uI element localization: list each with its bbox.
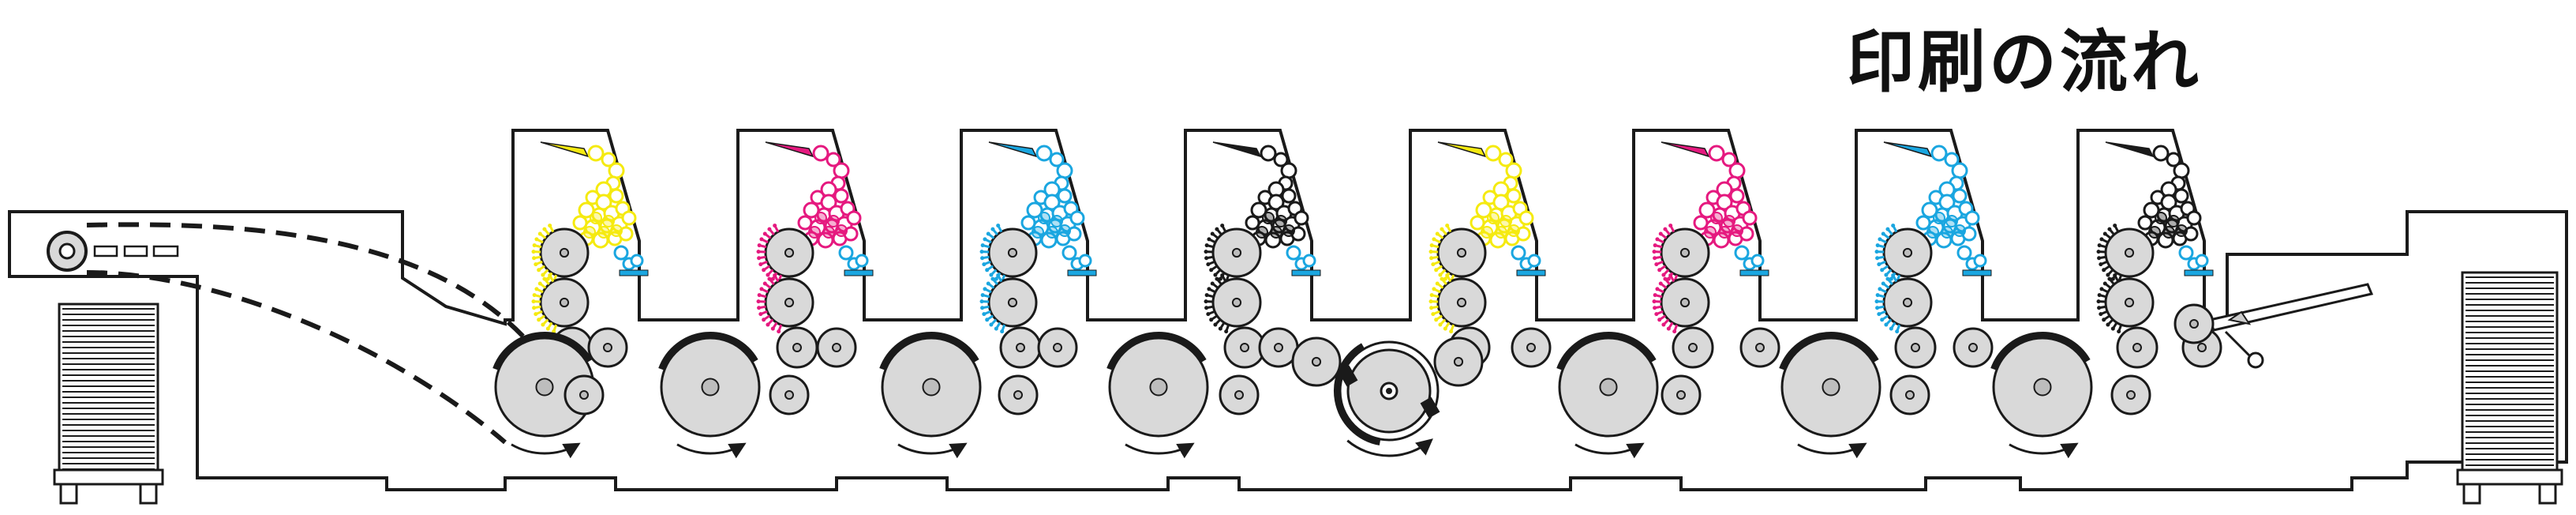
sheet-flip-drum-icon [1338, 340, 1440, 442]
transfer-drum-14 [1889, 374, 1930, 415]
transfer-drum-4 [1258, 327, 1299, 368]
blanket-cylinder-3 [987, 277, 1038, 328]
flip-feed-roller [1291, 336, 1342, 387]
rotation-arrow-6 [1797, 442, 1867, 459]
impression-drum-6 [1780, 336, 1881, 438]
transfer-drum-5 [1511, 327, 1552, 368]
delivery-gripper-icon [2207, 283, 2374, 369]
ink-roller-cluster-4 [1212, 141, 1321, 276]
transfer-drum-15 [2110, 374, 2151, 415]
sheet-on-drum-1 [492, 332, 593, 370]
flip-exit-roller [1433, 336, 1484, 387]
impression-drum-1 [494, 336, 595, 438]
blanket-teeth-8 [2096, 273, 2123, 334]
sheet-path-upper [86, 222, 539, 353]
transfer-drum-7 [1953, 327, 1994, 368]
transfer-drum-10 [769, 374, 810, 415]
impression-drum-5 [1558, 336, 1659, 438]
transfer-drum-3 [1037, 327, 1078, 368]
transfer-drum-2 [816, 327, 857, 368]
delivery-stack-icon [2456, 271, 2563, 505]
rotation-arrow-3 [897, 442, 968, 459]
sheet-on-drum-2 [658, 332, 758, 370]
blanket-teeth-1 [531, 273, 558, 334]
rotation-arrow-4 [1125, 442, 1195, 459]
rotation-arrow-7 [2009, 442, 2079, 459]
plate-cylinder-4 [1211, 227, 1262, 278]
plate-cylinder-6 [1660, 227, 1710, 278]
rotation-arrow-1 [511, 442, 581, 459]
plate-cylinder-5 [1436, 227, 1487, 278]
sheet-on-drum-4 [1106, 332, 1207, 370]
blanket-teeth-3 [979, 273, 1006, 334]
transfer-drum-6 [1739, 327, 1780, 368]
transfer-drum-11 [998, 374, 1039, 415]
blanket-cylinder-1 [539, 277, 590, 328]
impression-drum-3 [881, 336, 982, 438]
transfer-roller-6 [1672, 326, 1714, 369]
plate-teeth-1 [531, 224, 558, 284]
blanket-teeth-4 [1204, 273, 1230, 334]
ink-roller-cluster-6 [1661, 141, 1769, 276]
rotation-arrow-5 [1574, 442, 1645, 459]
blanket-cylinder-4 [1211, 277, 1262, 328]
ink-roller-cluster-1 [540, 141, 649, 276]
blanket-teeth-6 [1652, 273, 1679, 334]
sheet-path-lower [86, 270, 507, 445]
impression-drum-4 [1108, 336, 1209, 438]
blanket-teeth-5 [1428, 273, 1455, 334]
rotation-arrow-2 [676, 442, 747, 459]
ink-roller-cluster-2 [765, 141, 874, 276]
transfer-drum-12 [1219, 374, 1260, 415]
transfer-drum-13 [1661, 374, 1702, 415]
delivery-drum [2174, 303, 2215, 344]
impression-drum-2 [660, 336, 761, 438]
transfer-roller-3 [999, 326, 1042, 369]
blanket-cylinder-8 [2104, 277, 2155, 328]
blanket-cylinder-5 [1436, 277, 1487, 328]
sheet-on-flip-drum [1334, 343, 1381, 445]
feeder-roller-icon [47, 231, 179, 272]
blanket-cylinder-6 [1660, 277, 1710, 328]
plate-cylinder-3 [987, 227, 1038, 278]
ink-roller-cluster-8 [2105, 141, 2214, 276]
paper-stack-icon [53, 303, 164, 505]
page-title: 印刷の流れ [1847, 23, 2202, 102]
flip-rotation-arrow [1346, 438, 1433, 457]
blanket-cylinder-7 [1882, 277, 1933, 328]
transfer-roller-8 [2116, 326, 2159, 369]
transfer-roller-2 [776, 326, 818, 369]
transfer-drum-9 [564, 374, 605, 415]
sheet-on-drum-6 [1779, 332, 1879, 370]
machine-frame-outline [8, 129, 2568, 491]
plate-cylinder-2 [764, 227, 814, 278]
blanket-teeth-2 [756, 273, 783, 334]
ink-roller-cluster-5 [1437, 141, 1546, 276]
ink-roller-cluster-7 [1883, 141, 1992, 276]
transfer-roller-7 [1894, 326, 1937, 369]
blanket-teeth-7 [1874, 273, 1901, 334]
plate-cylinder-7 [1882, 227, 1933, 278]
transfer-drum-1 [587, 327, 628, 368]
sheet-on-drum-7 [1990, 332, 2091, 370]
sheet-on-drum-3 [879, 332, 979, 370]
plate-cylinder-1 [539, 227, 590, 278]
ink-roller-cluster-3 [988, 141, 1097, 276]
impression-drum-7 [1992, 336, 2093, 438]
plate-teeth-3 [979, 224, 1006, 284]
blanket-cylinder-2 [764, 277, 814, 328]
sheet-on-drum-5 [1556, 332, 1657, 370]
plate-cylinder-8 [2104, 227, 2155, 278]
